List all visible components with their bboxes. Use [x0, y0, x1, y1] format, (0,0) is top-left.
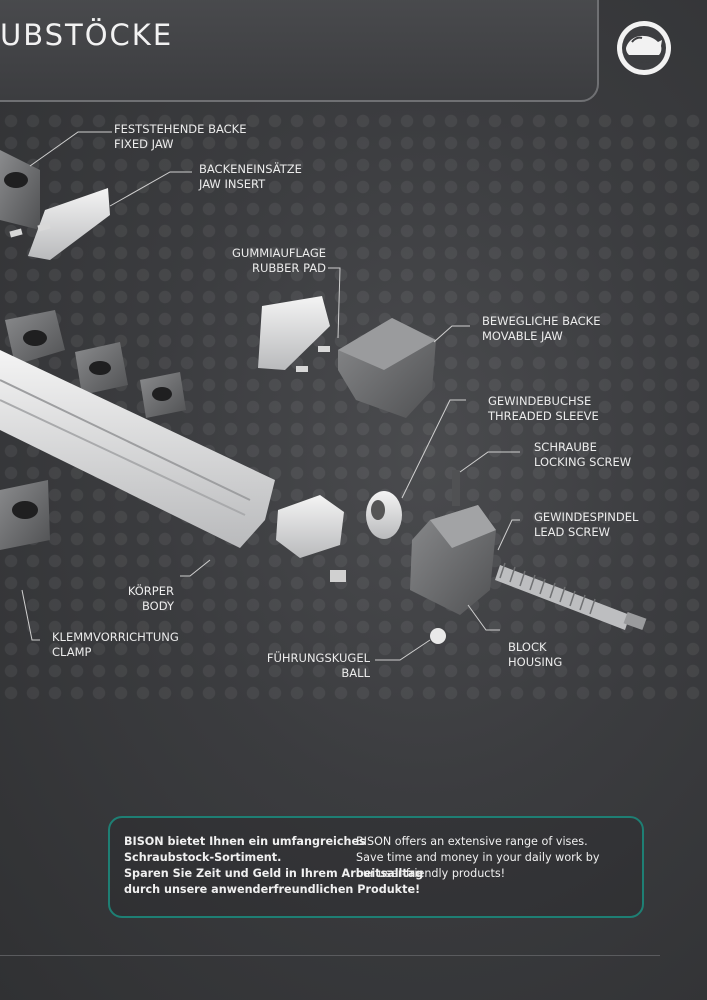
info-line: our user-friendly products!: [356, 867, 506, 880]
footer-divider: [0, 955, 660, 956]
label-en: FIXED JAW: [114, 137, 174, 151]
info-line: Save time and money in your daily work b…: [356, 851, 600, 864]
label-en: JAW INSERT: [199, 177, 266, 191]
label-en: HOUSING: [508, 655, 563, 669]
label-en: CLAMP: [52, 645, 92, 659]
label-de: KLEMMVORRICHTUNG: [52, 630, 179, 644]
logo-text: BISON: [632, 57, 655, 65]
label-en: LEAD SCREW: [534, 525, 611, 539]
label-de: BEWEGLICHE BACKE: [482, 314, 601, 328]
info-box: [108, 816, 644, 918]
label-en: THREADED SLEEVE: [488, 409, 599, 423]
info-line: BISON bietet Ihnen ein umfangreiches: [124, 835, 366, 848]
bison-logo: BISON: [617, 21, 671, 75]
label-en: BALL: [341, 666, 370, 680]
label-de: BLOCK: [508, 640, 547, 654]
label-de: GUMMIAUFLAGE: [232, 246, 326, 260]
label-en: BODY: [142, 599, 174, 613]
label-en: LOCKING SCREW: [534, 455, 632, 469]
info-text-german: BISON bietet Ihnen ein umfangreiches Sch…: [124, 834, 424, 898]
label-de: FÜHRUNGSKUGEL: [266, 651, 370, 665]
info-line: durch unsere anwenderfreundlichen Produk…: [124, 883, 421, 896]
label-de: KÖRPER: [127, 584, 174, 598]
label-en: RUBBER PAD: [251, 261, 326, 275]
exploded-vise-illustration: [0, 131, 647, 661]
info-line: Schraubstock-Sortiment.: [124, 851, 282, 864]
label-de: BACKENEINSÄTZE: [199, 162, 302, 176]
page-title: UBSTÖCKE: [0, 18, 174, 52]
label-en: MOVABLE JAW: [482, 329, 563, 343]
label-de: GEWINDEBUCHSE: [488, 394, 592, 408]
header-panel: [0, 0, 599, 102]
info-text-english: BISON offers an extensive range of vises…: [356, 834, 641, 882]
info-line: Sparen Sie Zeit und Geld in Ihrem Arbeit…: [124, 867, 424, 880]
label-de: SCHRAUBE: [534, 440, 597, 454]
info-line: BISON offers an extensive range of vises…: [356, 835, 588, 848]
label-de: GEWINDESPINDEL: [534, 510, 639, 524]
label-de: FESTSTEHENDE BACKE: [114, 122, 247, 136]
